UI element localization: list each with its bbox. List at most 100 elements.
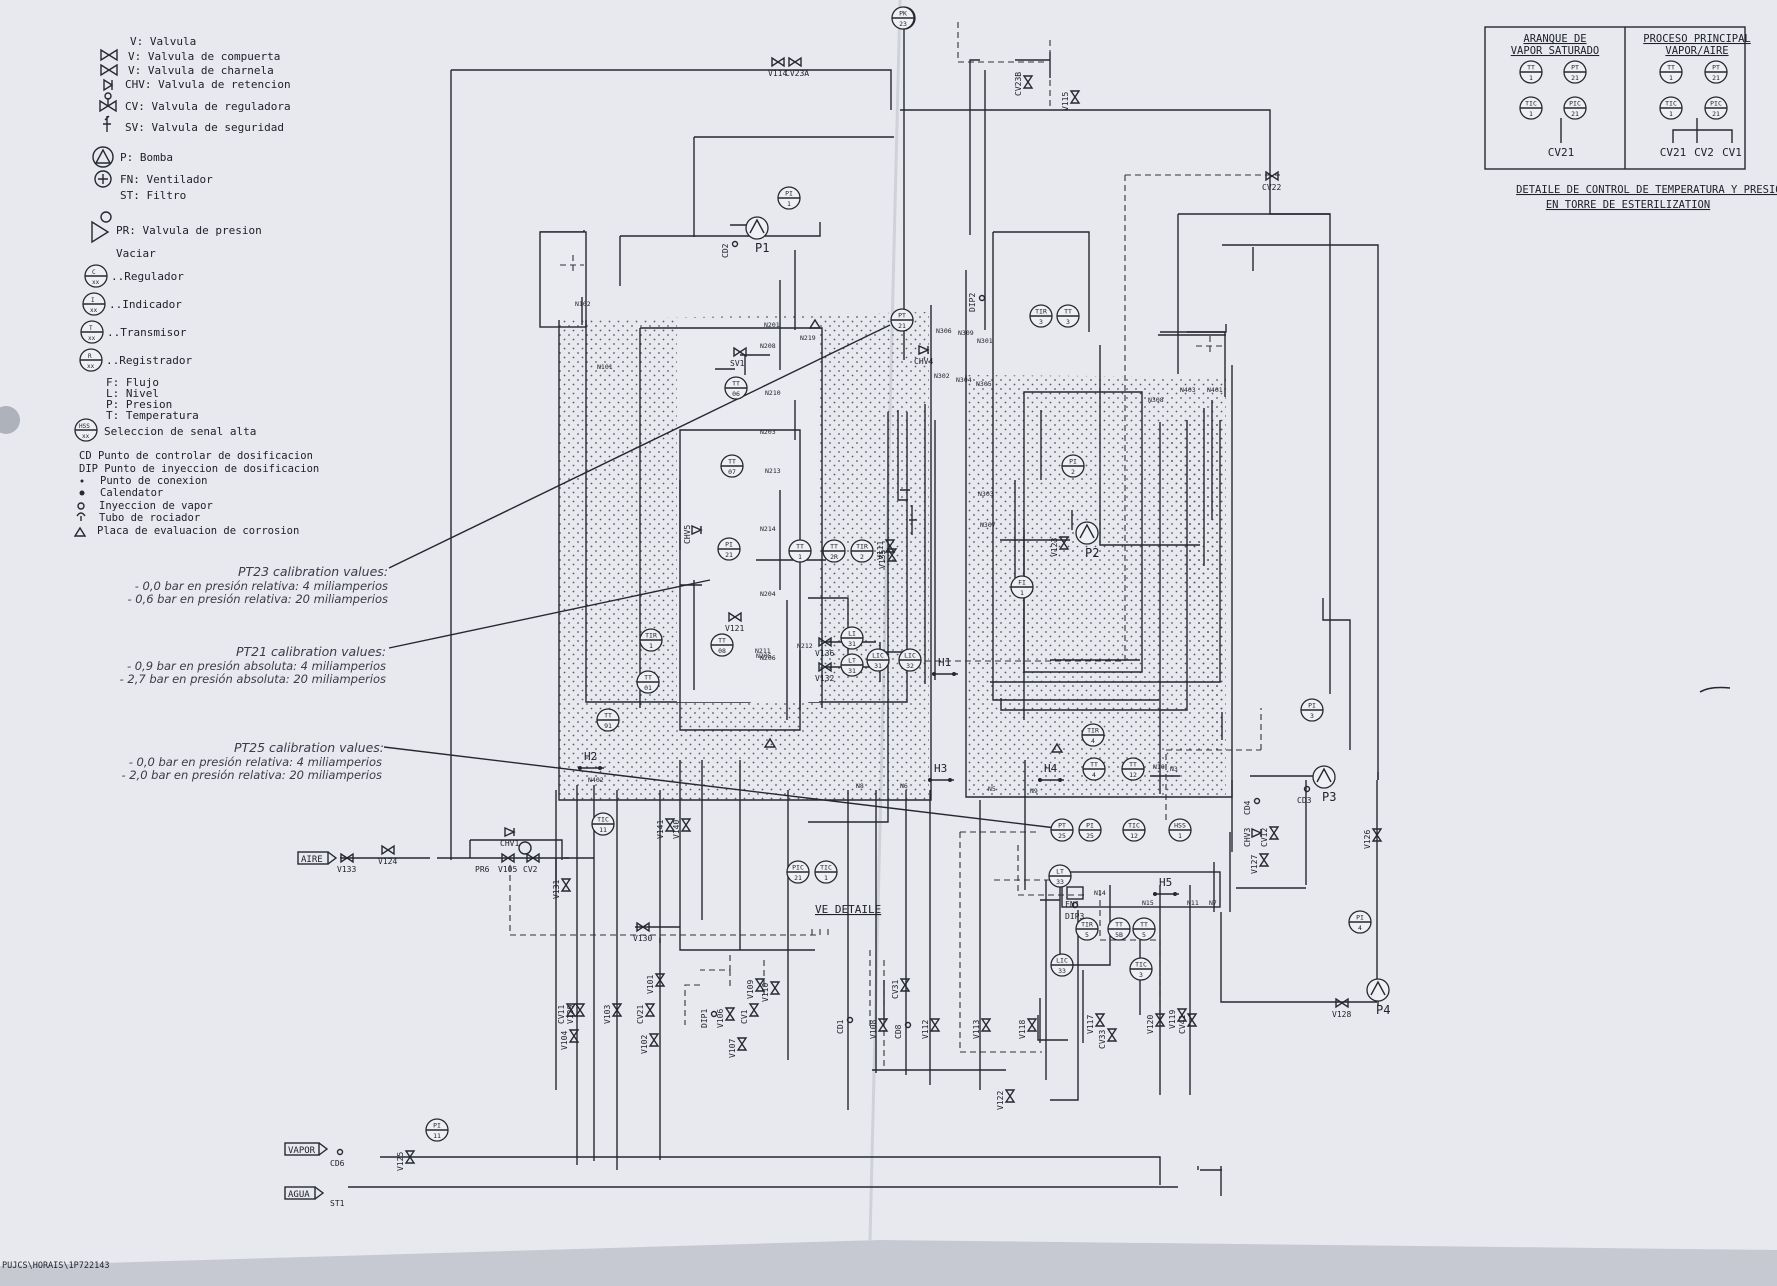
valve-v121: V121 (725, 611, 744, 633)
valve-tag: CV12 (1260, 828, 1269, 847)
instrument-tag-number: 25 (1086, 832, 1094, 840)
safety-valve-symbol (103, 115, 111, 132)
valve-cv31: CV31 (891, 978, 911, 999)
valve-tag: CV23B (1014, 72, 1023, 96)
valve-tag: DIP2 (968, 293, 977, 312)
legend-item: Punto de conexion (100, 475, 207, 487)
nozzle-label-n204: N204 (760, 590, 776, 598)
valve-tag: V108 (869, 1020, 878, 1039)
instrument-bubble-tt-5: TT5 (1132, 917, 1156, 941)
legend-item: PR: Valvula de presion (116, 224, 262, 237)
instrument-bubble-tt-4: TT4 (1082, 757, 1106, 781)
valve-tag: V123 (1050, 538, 1059, 557)
instrument-tag-number: 32 (906, 662, 914, 670)
nozzle-label-n208: N208 (760, 342, 776, 350)
valve-cv22: CV22 (1262, 170, 1281, 192)
instrument-tag-number: 07 (728, 468, 736, 476)
valve-v103: V103 (603, 1003, 623, 1024)
valve-pr6: PR6 (475, 841, 532, 874)
instrument-tag-top: FI (1018, 579, 1026, 587)
valve-tag: V129 (566, 1005, 575, 1024)
valve-chv1: CHV1 (500, 826, 519, 848)
instrument-tag-top: TT (796, 543, 804, 551)
detail-caption: EN TORRE DE ESTERILIZATION (1546, 199, 1710, 211)
gate-valve-symbol (100, 48, 118, 62)
valve-v119: V119 (1168, 1008, 1188, 1029)
valve-v105: V105 (498, 852, 517, 874)
footer-path: PUJCS\HORAIS\1P722143 (2, 1261, 109, 1271)
valve-cv21: CV21 (636, 1003, 656, 1024)
note-line: - 0,9 bar en presión absoluta: 4 miliamp… (127, 659, 386, 673)
valve-dip1: DIP1 (700, 1009, 718, 1028)
valve-v112: V112 (921, 1018, 941, 1039)
detail-valve-tag: CV21 (1548, 146, 1575, 159)
instrument-tag-top: TIR (1081, 921, 1093, 929)
instrument-tag-top: TIC (1525, 100, 1537, 108)
instrument-tag-number: 5B (1115, 931, 1123, 939)
instrument-tag-top: PI (433, 1122, 441, 1130)
valve-v102: V102 (640, 1033, 660, 1054)
nozzle-label-n403: N403 (1180, 386, 1196, 394)
valve-tag: DIP3 (1065, 912, 1084, 921)
instrument-tag-number: 2 (1071, 468, 1075, 476)
note-title-pt21: PT21 calibration values: (236, 644, 386, 659)
valve-v124: V124 (378, 844, 397, 866)
valve-tag: V107 (728, 1039, 737, 1058)
instrument-tag-number: 1 (1669, 74, 1673, 82)
tank-marker-h2: H2 (578, 750, 604, 770)
instrument-bubble-tic-1: TIC 1 (1519, 96, 1543, 120)
valve-v131: V131 (552, 878, 572, 899)
instrument-bubble-fi-1: FI1 (1010, 575, 1034, 599)
valve-cv12: CV12 (1260, 826, 1280, 847)
note-title-pt23: PT23 calibration values: (238, 564, 388, 579)
legend-item: CHV: Valvula de retencion (125, 78, 291, 91)
nozzle-label-n206: N206 (760, 654, 776, 662)
nozzle-label-n205: N205 (756, 652, 772, 660)
pressure-valve-symbol (91, 211, 112, 244)
tank-marker-h5: H5 (1153, 876, 1179, 896)
legend-item: Placa de evaluacion de corrosion (97, 525, 299, 537)
valve-v118: V118 (1018, 1018, 1038, 1039)
instrument-tag-number: 1 (1529, 110, 1533, 118)
nozzle-label-n304: N304 (956, 376, 972, 384)
legend-item: ..Regulador (111, 270, 184, 283)
valve-v125: V125 (396, 1150, 416, 1171)
instrument-tag-number: 4 (1092, 771, 1096, 779)
instrument-tag-top: TT (732, 380, 740, 388)
valve-tag: SV1 (730, 359, 745, 368)
valve-cv11: CV11 (557, 1003, 577, 1024)
svg-text:xx: xx (88, 335, 96, 342)
instrument-tag-top: PI (1308, 702, 1316, 710)
nozzle-label-n219: N219 (800, 334, 816, 342)
valve-v110: V110 (761, 981, 781, 1002)
instrument-bubble-tt-3: TT3 (1056, 304, 1080, 328)
corrosion-coupon-symbol (1050, 742, 1064, 753)
indicator-bubble-symbol: Ixx (82, 292, 106, 316)
detail-col2-title: PROCESO PRINCIPAL (1643, 33, 1750, 45)
valve-tag: V131 (552, 880, 561, 899)
valve-tag: V140 (672, 820, 681, 839)
valve-cd6: CD6 (330, 1148, 345, 1168)
valve-tag: CV31 (891, 980, 900, 999)
legend-item: Inyeccion de vapor (99, 500, 213, 512)
legend-item: Seleccion de senal alta (104, 425, 256, 438)
corrosion-coupon-symbol (763, 737, 777, 748)
valve-v127: V127 (1250, 853, 1270, 874)
nozzle-label-n15: N15 (1142, 899, 1154, 907)
nozzle-label-n301: N301 (977, 337, 993, 345)
instrument-tag-top: PIC (1710, 100, 1722, 108)
instrument-tag-number: 3 (1066, 318, 1070, 326)
nozzle-label-n306: N306 (936, 327, 952, 335)
svg-text:T: T (89, 325, 93, 332)
legend-item: FN: Ventilador (120, 173, 213, 186)
instrument-tag-number: 21 (1571, 74, 1579, 82)
tank-marker-h3: H3 (928, 762, 954, 782)
nozzle-label-n7: N7 (1209, 899, 1217, 907)
